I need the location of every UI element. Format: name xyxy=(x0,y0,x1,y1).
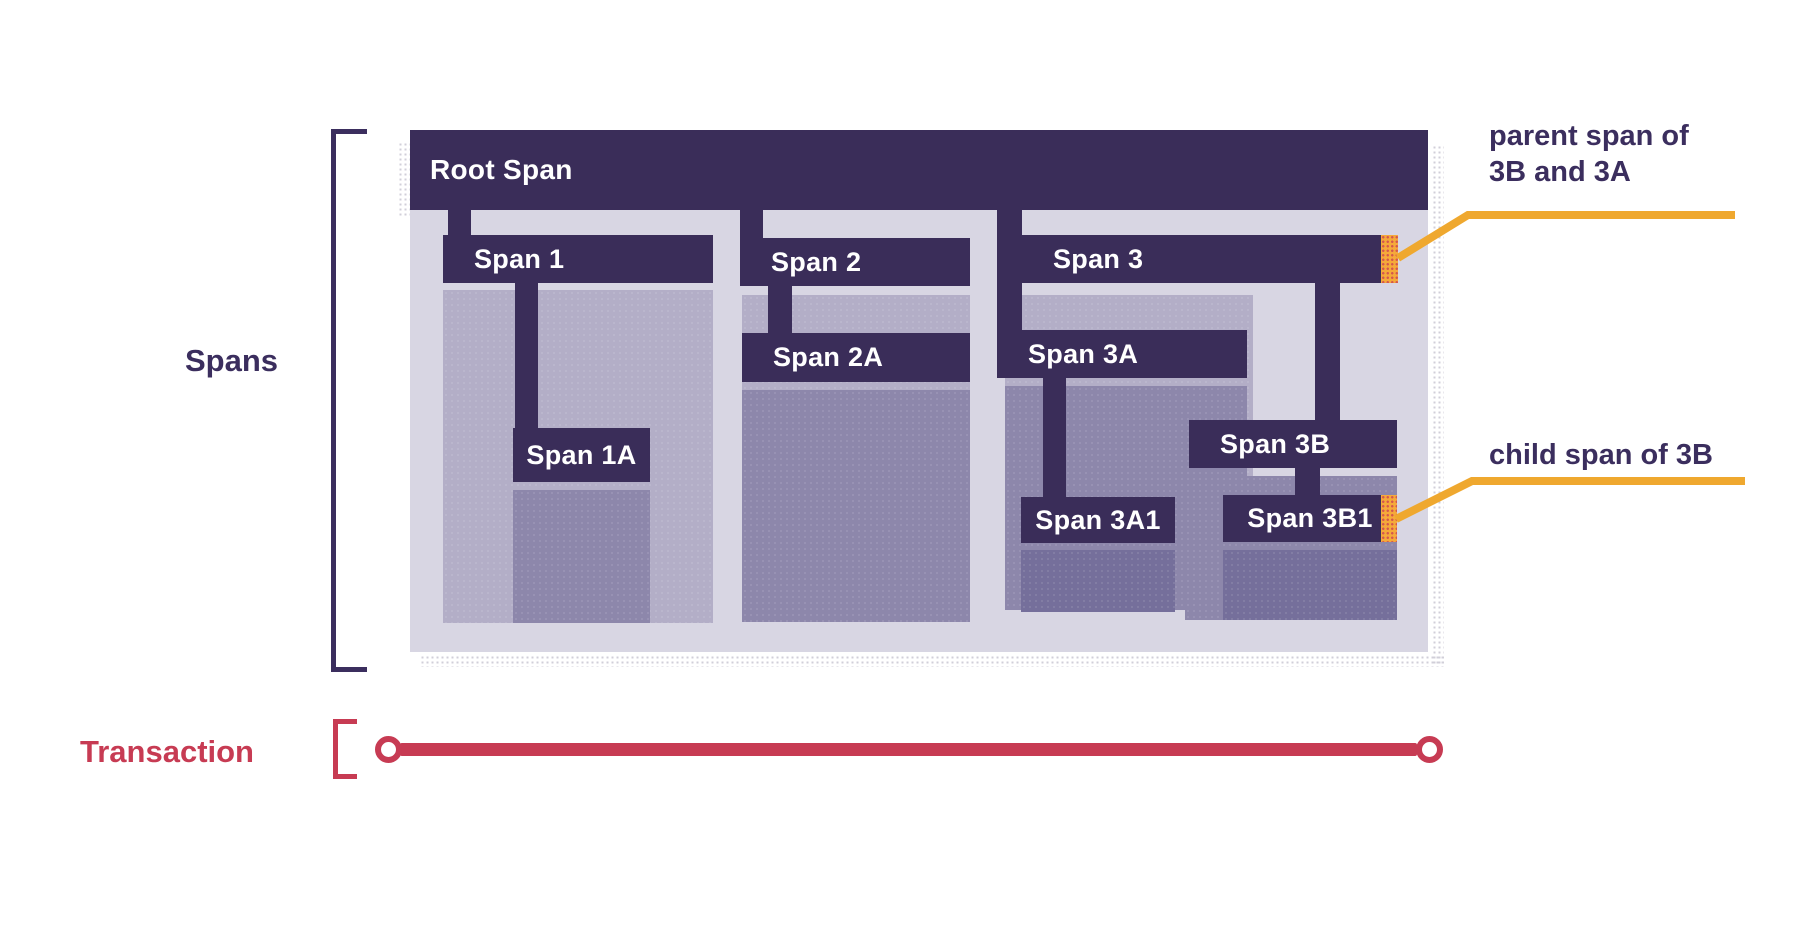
spans-label: Spans xyxy=(185,343,279,378)
span-connector-span-3a1 xyxy=(1043,378,1066,499)
span-label-span-1a: Span 1A xyxy=(526,439,637,470)
span-label-span-3: Span 3 xyxy=(1053,243,1144,274)
highlight-cap-span-3b1 xyxy=(1381,495,1397,542)
shadow-bottom xyxy=(420,655,1444,667)
shadow-right xyxy=(1432,145,1444,665)
child-annotation-line1: child span of 3B xyxy=(1489,439,1713,471)
span-bar-span-3a: Span 3A xyxy=(997,330,1247,378)
span-bar-span-2: Span 2 xyxy=(740,238,970,286)
transaction-start-circle xyxy=(374,735,402,763)
child-span-annotation: child span of 3B xyxy=(1489,437,1713,473)
span-connector-span-1 xyxy=(448,210,471,237)
transaction-bracket xyxy=(333,719,357,779)
span-label-span-3b1: Span 3B1 xyxy=(1247,503,1373,533)
span-body-span-1a xyxy=(513,490,650,623)
span-bar-root-span: Root Span xyxy=(410,130,1428,210)
span-connector-span-3b xyxy=(1315,283,1340,422)
span-label-span-1: Span 1 xyxy=(474,243,565,274)
span-bar-span-3b: Span 3B xyxy=(1189,420,1397,468)
span-connector-span-2 xyxy=(740,210,763,240)
span-body-span-3a1 xyxy=(1021,550,1175,612)
span-body-span-3b1 xyxy=(1223,550,1397,620)
span-label-span-2: Span 2 xyxy=(771,246,862,277)
parent-callout-line xyxy=(1395,211,1735,262)
child-callout-line xyxy=(1394,477,1745,523)
span-bar-span-1: Span 1 xyxy=(443,235,713,283)
span-label-span-2a: Span 2A xyxy=(773,342,884,372)
span-bar-span-2a: Span 2A xyxy=(742,333,970,382)
shadow-root-left xyxy=(398,142,410,217)
span-bar-span-3: Span 3 xyxy=(1022,235,1398,283)
span-label-span-3a: Span 3A xyxy=(1028,338,1139,369)
span-bar-span-3b1: Span 3B1 xyxy=(1223,495,1397,542)
parent-annotation-line1: parent span of xyxy=(1489,120,1689,152)
span-connector-span-3 xyxy=(997,210,1022,332)
transaction-end-circle xyxy=(1415,735,1443,763)
span-label-span-3b: Span 3B xyxy=(1220,428,1331,459)
highlight-cap-span-3 xyxy=(1381,235,1398,283)
span-bar-span-3a1: Span 3A1 xyxy=(1021,497,1175,543)
parent-span-annotation: parent span of 3B and 3A xyxy=(1489,118,1689,190)
span-connector-span-1a xyxy=(515,283,538,430)
spans-bracket xyxy=(331,129,367,672)
transaction-timeline xyxy=(400,743,1417,756)
span-connector-span-3b1 xyxy=(1295,468,1320,497)
span-bar-span-1a: Span 1A xyxy=(513,428,650,482)
span-label-span-3a1: Span 3A1 xyxy=(1035,504,1161,535)
span-connector-span-2a xyxy=(768,286,792,335)
transaction-label: Transaction xyxy=(80,734,254,769)
span-label-root-span: Root Span xyxy=(430,154,573,185)
span-body-span-2a xyxy=(742,390,970,622)
parent-annotation-line2: 3B and 3A xyxy=(1489,156,1631,188)
